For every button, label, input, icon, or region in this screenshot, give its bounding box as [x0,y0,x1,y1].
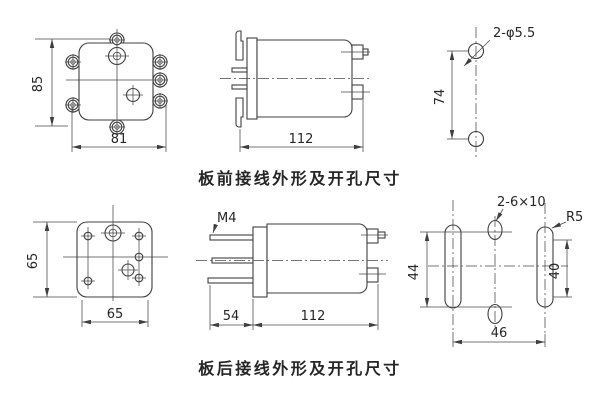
center-lines [65,29,168,135]
slot-callout: 2-6×10 [495,195,546,222]
rear-wiring-front-view: 65 65 [26,205,168,327]
dim-46: 46 [453,326,545,345]
dim-74-label: 74 [433,89,448,106]
radius-callout: R5 [551,210,583,229]
center-lines-rear [63,205,168,301]
front-wiring-front-view: 85 81 [31,29,168,152]
terminal-stud-top [209,234,254,241]
rear-wiring-caption: 板后接线外形及开孔尺寸 [198,359,402,378]
panel-break-top [235,30,244,61]
thread-callout: M4 [212,211,237,234]
drill-centerlines [420,200,572,347]
dim-54-112: 54 112 [209,284,379,330]
dim-112-bottom-label: 112 [301,309,326,324]
dim-85: 85 [31,38,110,127]
terminal-board [252,226,268,298]
thread-callout-label: M4 [217,211,237,226]
dim-85-label: 85 [31,76,46,93]
dim-81-label: 81 [111,132,128,147]
dim-112-top: 112 [239,100,364,152]
dim-112-top-label: 112 [289,132,314,147]
front-terminal-pin-lower [231,84,248,90]
dim-74: 74 [433,51,455,139]
front-wiring-caption: 板前接线外形及开孔尺寸 [198,169,402,188]
dim-65-vertical: 65 [26,221,77,298]
hole-callout-label: 2-φ5.5 [493,26,535,41]
rear-wiring-side-view: M4 54 112 [196,211,388,330]
dim-44-label: 44 [407,264,422,281]
dim-40-label: 40 [548,263,563,280]
dim-65h-label: 65 [107,307,124,322]
rear-wiring-drill-view: 44 40 46 2-6×10 R5 [407,195,583,347]
relay-body-side-rear [266,223,368,294]
front-wiring-drill-view: 74 2-φ5.5 [433,26,535,158]
dim-65v-label: 65 [26,253,41,270]
panel-break-bottom [235,97,244,128]
dim-46-label: 46 [491,326,508,341]
dim-81: 81 [71,104,167,152]
rear-terminal-blocks [341,44,370,100]
radius-callout-label: R5 [566,210,583,225]
dim-44: 44 [407,232,430,307]
front-wiring-side-view: 112 [220,30,372,152]
dim-40: 40 [548,240,570,297]
dim-54-label: 54 [223,309,240,324]
hole-callout: 2-φ5.5 [463,26,535,67]
slot-callout-label: 2-6×10 [497,195,546,210]
front-terminal-pin-upper [231,67,248,73]
rear-terminal-blocks-2 [359,228,388,283]
dim-65-horizontal: 65 [81,300,149,327]
